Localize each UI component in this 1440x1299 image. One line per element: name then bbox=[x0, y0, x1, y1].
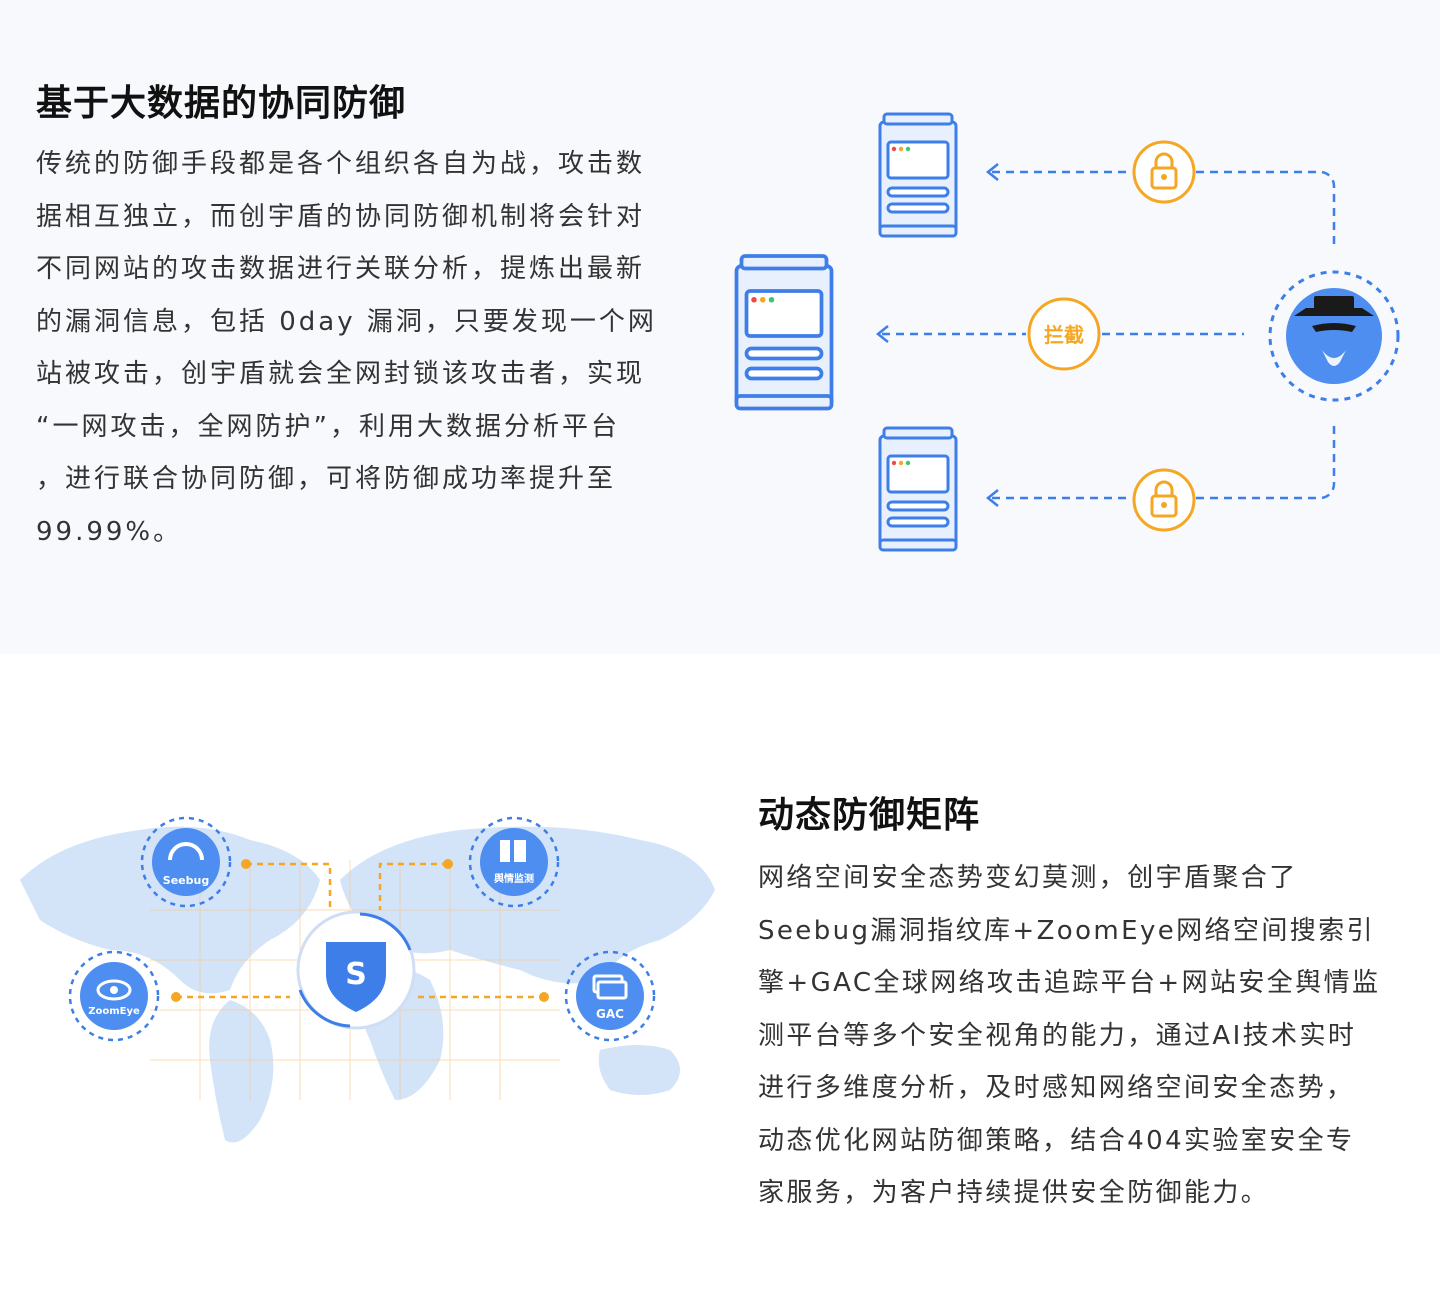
attacker-ring bbox=[1268, 270, 1400, 402]
description-line: Seebug漏洞指纹库+ZoomEye网络空间搜索引 bbox=[758, 915, 1375, 946]
section-title: 动态防御矩阵 bbox=[758, 795, 981, 836]
svg-text:S: S bbox=[345, 957, 367, 992]
section-title: 基于大数据的协同防御 bbox=[36, 83, 407, 124]
gac-badge: GAC bbox=[564, 950, 656, 1042]
lock-icon bbox=[1132, 140, 1196, 204]
connection-lines bbox=[882, 170, 1336, 500]
arrow-heads bbox=[875, 163, 999, 507]
description-line: 测平台等多个安全视角的能力，通过AI技术实时 bbox=[758, 1020, 1357, 1051]
description-line: 不同网站的攻击数据进行关联分析，提炼出最新 bbox=[36, 254, 646, 284]
intercept-label: 拦截 bbox=[1044, 323, 1084, 347]
description-line: 动态优化网站防御策略，结合404实验室安全专 bbox=[758, 1125, 1355, 1156]
collaborative-defense-diagram: 拦截 bbox=[734, 112, 1400, 552]
server-icon bbox=[878, 426, 958, 552]
description-line: 传统的防御手段都是各个组织各自为战，攻击数 bbox=[36, 149, 646, 179]
section-description: 网络空间安全态势变幻莫测，创宇盾聚合了 Seebug漏洞指纹库+ZoomEye网… bbox=[758, 852, 1418, 1220]
gac-label: GAC bbox=[596, 1007, 624, 1021]
lock-icon bbox=[1132, 468, 1196, 532]
description-line: ，进行联合协同防御，可将防御成功率提升至 bbox=[36, 464, 617, 494]
seebug-badge: Seebug bbox=[140, 816, 232, 908]
description-line: “一网攻击，全网防护”，利用大数据分析平台 bbox=[36, 411, 620, 442]
section-description: 传统的防御手段都是各个组织各自为战，攻击数 据相互独立，而创宇盾的协同防御机制将… bbox=[36, 138, 696, 558]
description-line: 的漏洞信息，包括 0day 漏洞，只要发现一个网 bbox=[36, 306, 657, 337]
collaborative-defense-section: 基于大数据的协同防御 传统的防御手段都是各个组织各自为战，攻击数 据相互独立，而… bbox=[36, 83, 1400, 558]
intercept-badge bbox=[1027, 297, 1101, 371]
description-line: 进行多维度分析，及时感知网络空间安全态势， bbox=[758, 1073, 1355, 1103]
yuqing-label: 舆情监测 bbox=[494, 872, 534, 885]
zoomeye-badge: ZoomEye bbox=[68, 950, 160, 1042]
dynamic-defense-section bbox=[0, 654, 1440, 1299]
attacker-icon bbox=[1286, 288, 1382, 384]
connector-lines bbox=[176, 862, 544, 999]
zoomeye-label: ZoomEye bbox=[88, 1006, 140, 1017]
description-line: 网络空间安全态势变幻莫测，创宇盾聚合了 bbox=[758, 863, 1298, 893]
chuangyudun-shield: S bbox=[296, 910, 416, 1030]
description-line: 站被攻击，创宇盾就会全网封锁该攻击者，实现 bbox=[36, 359, 646, 389]
seebug-label: Seebug bbox=[163, 874, 209, 887]
description-line: 家服务，为客户持续提供安全防御能力。 bbox=[758, 1178, 1270, 1208]
server-icon bbox=[878, 112, 958, 238]
description-line: 99.99%。 bbox=[36, 516, 183, 547]
server-icon bbox=[734, 254, 834, 411]
connector-dots bbox=[171, 859, 549, 1002]
yuqing-badge: 舆情监测 bbox=[468, 816, 560, 908]
map-grid bbox=[150, 860, 560, 1100]
description-line: 擎+GAC全球网络攻击追踪平台+网站安全舆情监 bbox=[758, 968, 1381, 998]
dynamic-defense-map: S Seebug 舆情监测 ZoomEye GAC bbox=[20, 816, 715, 1143]
description-line: 据相互独立，而创宇盾的协同防御机制将会针对 bbox=[36, 201, 646, 232]
